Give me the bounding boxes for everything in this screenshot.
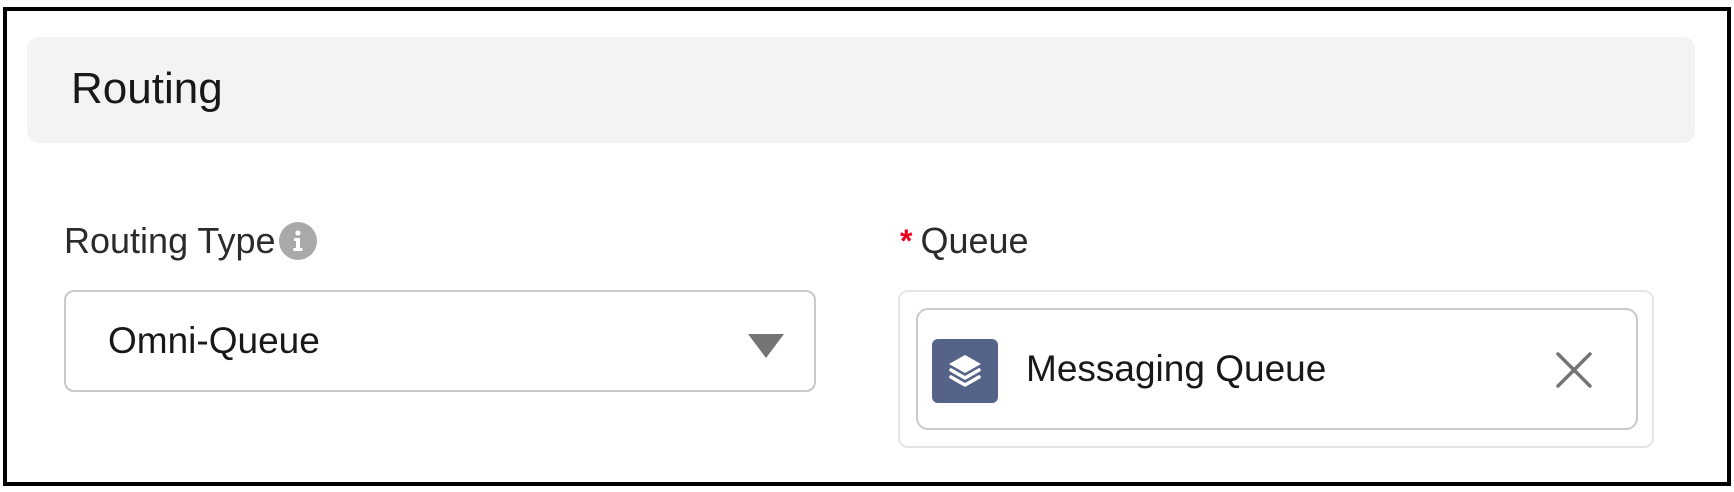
close-icon[interactable] bbox=[1552, 348, 1596, 392]
routing-type-label: Routing Type bbox=[64, 219, 318, 263]
routing-type-label-text: Routing Type bbox=[64, 220, 276, 261]
routing-type-select[interactable]: Omni-Queue bbox=[64, 290, 816, 392]
queue-label: * Queue bbox=[900, 219, 1029, 263]
selected-queue-label: Messaging Queue bbox=[1026, 348, 1327, 389]
queue-label-text: Queue bbox=[920, 220, 1029, 261]
section-title: Routing bbox=[71, 64, 223, 113]
selected-queue-pill[interactable]: Messaging Queue bbox=[916, 308, 1638, 430]
info-icon[interactable] bbox=[279, 222, 318, 260]
section-header: Routing bbox=[27, 37, 1695, 143]
routing-panel: Routing Routing Type Omni-Queue * Queue bbox=[3, 7, 1731, 486]
required-indicator: * bbox=[900, 223, 913, 259]
routing-type-value: Omni-Queue bbox=[108, 320, 320, 361]
queue-lookup: Messaging Queue bbox=[898, 290, 1654, 448]
queue-stack-icon bbox=[932, 339, 998, 403]
caret-down-icon bbox=[748, 334, 784, 358]
